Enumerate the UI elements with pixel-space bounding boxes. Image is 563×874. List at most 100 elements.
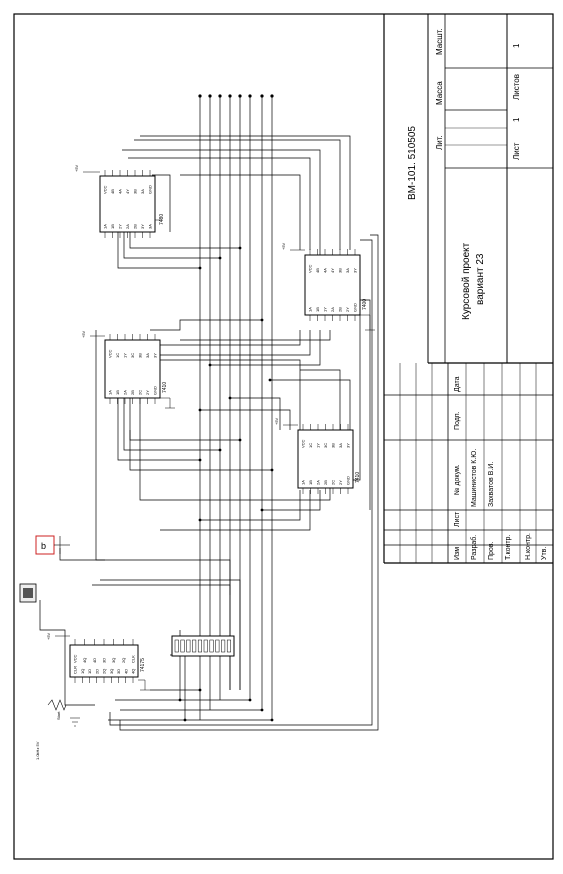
chip5-power: +5V — [46, 632, 51, 640]
chip2-pin-right-6: 3Y — [353, 268, 358, 273]
sheets-value: 1 — [512, 43, 521, 48]
chip1-pin-right-6: GND — [148, 185, 153, 194]
chip1-label: 7480 — [159, 214, 165, 225]
chip4-pin-right-0: VCC — [301, 439, 306, 448]
chip2-pin-left-4: 2B — [338, 307, 343, 312]
row-tkontr: Т.контр. — [505, 535, 512, 560]
dip-cell[interactable] — [221, 639, 226, 653]
chip1-pin-left-4: 2B — [133, 224, 138, 229]
chip1-pin-left-2: 2Y — [118, 224, 123, 229]
chip5-pin-right-6: CLK — [131, 655, 136, 663]
dip-cell[interactable] — [226, 639, 231, 653]
chip2-pin-right-1: 4B — [315, 268, 320, 273]
chip5-pin-left-3: 2D — [94, 669, 99, 674]
chip2-power: +5V — [281, 242, 286, 250]
chip2-pin-right-5: 3A — [345, 268, 350, 273]
chip2-pin-right-3: 4Y — [330, 268, 335, 273]
generator-start-label: Start — [56, 711, 61, 720]
chip4-pin-right-2: 1Y — [316, 443, 321, 448]
row-razrab: Разраб. — [470, 535, 478, 560]
chip1-pin-right-2: 4A — [118, 189, 123, 194]
chip3-power: +5V — [81, 330, 86, 338]
mass-label: Масса — [435, 81, 444, 105]
col-list: Лист — [454, 511, 461, 527]
col-doc: № докум. — [454, 464, 461, 495]
col-izm: Изм — [454, 547, 461, 560]
indicator-glyph: b — [41, 541, 46, 551]
wiring — [39, 96, 379, 731]
chip2-pin-left-1: 1B — [315, 307, 320, 312]
title-block — [383, 14, 553, 564]
dip-cell[interactable] — [192, 639, 197, 653]
sheet-label: Лист — [512, 142, 521, 160]
col-sign: Подп. — [454, 411, 461, 430]
generator-label: 1.0kHz 5V — [35, 741, 40, 760]
chip4-pin-right-5: 3A — [338, 443, 343, 448]
dip-cell[interactable] — [197, 639, 202, 653]
chip1-pin-right-5: 3A — [140, 189, 145, 194]
dip-cell[interactable] — [174, 639, 179, 653]
chip1-pin-left-0: 1A — [103, 224, 108, 229]
scale-label: Масшт. — [435, 28, 444, 55]
chip4-power: +5V — [274, 417, 279, 425]
chip5-pin-left-0: CLR — [73, 666, 78, 674]
chip4-pin-left-1: 1B — [308, 480, 313, 485]
chip2-pin-left-2: 1Y — [323, 307, 328, 312]
junction-dots — [178, 94, 274, 722]
chip5-pin-right-3: 3D — [102, 658, 107, 663]
chip2-pin-right-2: 4A — [323, 268, 328, 273]
document-code: ВМ-101. 510505 — [407, 126, 418, 200]
chip5-pin-left-8: 4Q — [131, 669, 136, 674]
chip3-pin-left-3: 2B — [130, 390, 135, 395]
row-nkontr: Н.контр. — [525, 533, 532, 560]
chip1-power: +5V — [74, 164, 79, 172]
chip5-pin-right-0: VCC — [73, 654, 78, 663]
chip3-pin-right-0: VCC — [108, 349, 113, 358]
seven-segment-indicator: b — [35, 535, 70, 555]
name-prov: Захватов В.И. — [488, 462, 495, 507]
chip1-pin-right-0: VCC — [103, 185, 108, 194]
chip5-pin-left-5: 3Q — [109, 669, 114, 674]
chip4-pin-left-5: 2Y — [338, 480, 343, 485]
dip-cell[interactable] — [215, 639, 220, 653]
chip5-pin-right-5: 2Q — [121, 658, 126, 663]
chip3-pin-left-0: 1A — [108, 390, 113, 395]
chip2-pin-left-6: GND — [353, 303, 358, 312]
chip2-pin-right-4: 3B — [338, 268, 343, 273]
chip3-pin-left-6: GND — [153, 386, 158, 395]
chip5-pin-left-2: 1D — [87, 669, 92, 674]
dip-cell[interactable] — [203, 639, 208, 653]
chip1-pin-left-6: 3A — [148, 224, 153, 229]
chip4-pin-right-4: 3B — [331, 443, 336, 448]
chip4-pin-left-6: GND — [346, 476, 351, 485]
clock-generator[interactable]: 1.0kHz 5V Start — [19, 583, 80, 760]
dip-cell[interactable] — [186, 639, 191, 653]
chip3-pin-left-2: 2A — [123, 390, 128, 395]
chip3-pin-right-4: 3B — [138, 353, 143, 358]
project-title: Курсовой проект — [461, 242, 472, 320]
dip-cell[interactable] — [209, 639, 214, 653]
name-razrab: Машинистов К.Ю. — [471, 449, 478, 507]
chip4-pin-right-1: 1C — [308, 443, 313, 448]
chip3-label: 7410 — [162, 382, 168, 393]
chip5-pin-left-6: 3D — [116, 669, 121, 674]
chip1-pin-left-3: 2A — [125, 224, 130, 229]
chip2-pin-left-5: 2Y — [345, 307, 350, 312]
dip-cell[interactable] — [180, 639, 185, 653]
dip-switch[interactable] — [171, 635, 235, 657]
chip3-pin-right-6: 3Y — [153, 353, 158, 358]
